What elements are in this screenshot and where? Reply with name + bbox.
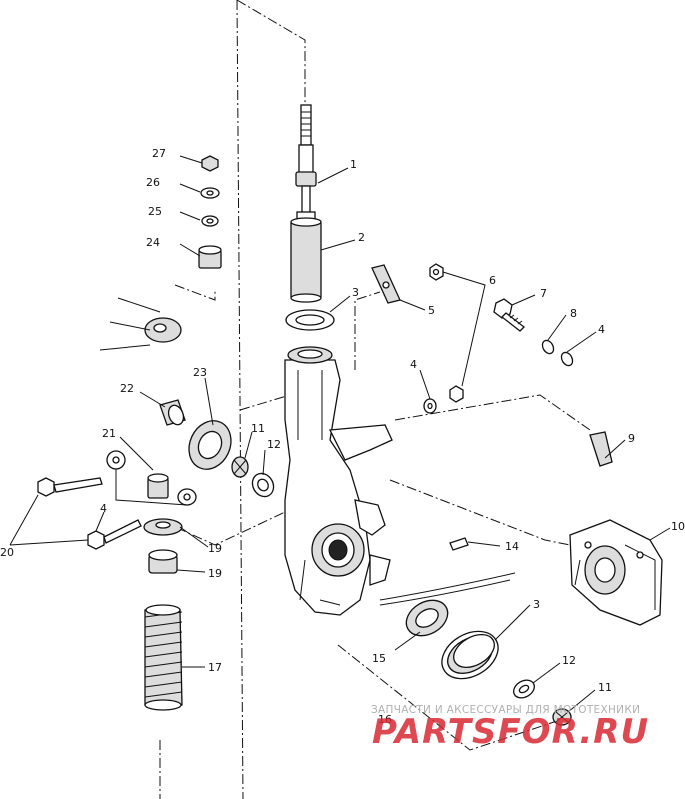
callout-4-left: 4 bbox=[100, 502, 107, 515]
hex-nut-lower bbox=[449, 385, 464, 403]
callout-16: 16 bbox=[378, 713, 392, 726]
washer-8 bbox=[541, 339, 555, 355]
callout-1: 1 bbox=[350, 158, 357, 171]
bolt-7 bbox=[493, 298, 525, 332]
seal-23 bbox=[188, 420, 232, 470]
callout-23: 23 bbox=[193, 366, 207, 379]
steering-knuckle bbox=[284, 346, 393, 616]
brake-pad bbox=[589, 431, 613, 467]
control-arm-end bbox=[99, 297, 182, 351]
bearing-race bbox=[441, 630, 499, 680]
seal-ring-upper bbox=[285, 309, 335, 331]
shock-body bbox=[290, 217, 322, 303]
callout-17: 17 bbox=[208, 661, 222, 674]
brake-hose bbox=[379, 572, 516, 606]
callout-9: 9 bbox=[628, 432, 635, 445]
nut-21 bbox=[147, 473, 169, 499]
callout-3-lower: 3 bbox=[533, 598, 540, 611]
castle-nut-left bbox=[231, 456, 249, 478]
callout-labels: 1 2 3 5 6 7 8 4 4 9 10 11 12 14 3 15 12 … bbox=[0, 147, 685, 726]
coil-spring bbox=[144, 604, 183, 711]
callout-25: 25 bbox=[148, 205, 162, 218]
assembly-lines bbox=[159, 0, 591, 799]
callout-24: 24 bbox=[146, 236, 160, 249]
callout-3-upper: 3 bbox=[352, 286, 359, 299]
spring-cup-upper bbox=[143, 518, 183, 536]
bushing-24 bbox=[198, 245, 222, 269]
callout-21: 21 bbox=[102, 427, 116, 440]
washer-12-left bbox=[251, 472, 275, 498]
callout-11-hub: 11 bbox=[598, 681, 612, 694]
castle-nut-hub bbox=[552, 708, 572, 726]
callout-15: 15 bbox=[372, 652, 386, 665]
callout-26: 26 bbox=[146, 176, 160, 189]
bleeder-screw bbox=[449, 537, 469, 551]
washer-25 bbox=[201, 215, 219, 227]
callout-6: 6 bbox=[489, 274, 496, 287]
watermark-subtitle: ЗАПЧАСТИ И АКСЕССУАРЫ ДЛЯ МОТОТЕХНИКИ bbox=[371, 704, 641, 716]
callout-11-left: 11 bbox=[251, 422, 265, 435]
callout-22: 22 bbox=[120, 382, 134, 395]
hub-seal bbox=[405, 599, 449, 637]
callout-4-mid: 4 bbox=[410, 358, 417, 371]
spring-cup-lower bbox=[148, 549, 178, 574]
callout-4-right: 4 bbox=[598, 323, 605, 336]
nut-27 bbox=[201, 155, 219, 172]
washer-4-right bbox=[560, 351, 574, 367]
lead-20 bbox=[9, 494, 89, 546]
brake-caliper bbox=[569, 519, 663, 626]
washer-21-right bbox=[177, 488, 197, 506]
callout-7: 7 bbox=[540, 287, 547, 300]
washer-12-hub bbox=[513, 679, 535, 699]
hex-nut-top bbox=[429, 263, 444, 281]
callout-5: 5 bbox=[428, 304, 435, 317]
watermark-brand: PARTSFOR.RU bbox=[372, 712, 650, 752]
bushing-22 bbox=[159, 399, 186, 426]
callout-20: 20 bbox=[0, 546, 14, 559]
callout-14: 14 bbox=[505, 540, 519, 553]
callout-19-upper: 19 bbox=[208, 542, 222, 555]
callout-leaders bbox=[95, 155, 671, 713]
callout-8: 8 bbox=[570, 307, 577, 320]
washer-26 bbox=[200, 187, 220, 199]
callout-2: 2 bbox=[358, 231, 365, 244]
bolt-21 bbox=[37, 477, 103, 497]
callout-12-left: 12 bbox=[267, 438, 281, 451]
bracket-plate bbox=[371, 264, 401, 304]
washer-21-left bbox=[106, 450, 126, 470]
bolt-20-lower bbox=[87, 519, 142, 550]
callout-10: 10 bbox=[671, 520, 685, 533]
callout-19-lower: 19 bbox=[208, 567, 222, 580]
callout-27: 27 bbox=[152, 147, 166, 160]
shock-absorber-rod bbox=[295, 104, 317, 223]
callout-12-hub: 12 bbox=[562, 654, 576, 667]
washer-4-mid bbox=[423, 398, 437, 414]
